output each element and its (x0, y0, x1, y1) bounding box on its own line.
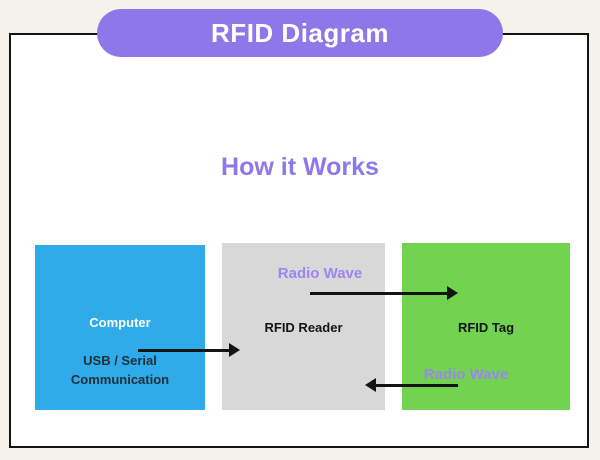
usb-serial-communication-label: USB / Serial Communication (70, 353, 170, 387)
rfid-reader-box: RFID Reader (222, 243, 385, 410)
arrowhead-right-icon (447, 286, 458, 300)
computer-label: Computer (89, 315, 151, 330)
arrow-line (310, 291, 447, 295)
arrow-computer-to-reader (138, 343, 240, 357)
arrowhead-right-icon (229, 343, 240, 357)
arrow-line (138, 348, 229, 352)
radio-wave-bottom-label: Radio Wave (423, 366, 509, 383)
arrow-reader-to-tag (310, 286, 458, 300)
rfid-tag-box: RFID Tag (402, 243, 570, 410)
computer-box: Computer USB / Serial Communication (35, 245, 205, 410)
arrowhead-left-icon (365, 378, 376, 392)
diagram-title-badge: RFID Diagram (97, 9, 503, 57)
diagram-title: RFID Diagram (211, 17, 389, 48)
rfid-tag-label: RFID Tag (457, 320, 515, 335)
diagram-heading: How it Works (221, 153, 379, 181)
arrow-line (376, 383, 458, 387)
arrow-tag-to-reader (365, 378, 458, 392)
radio-wave-top-label: Radio Wave (277, 265, 363, 282)
rfid-reader-label: RFID Reader (264, 320, 343, 335)
